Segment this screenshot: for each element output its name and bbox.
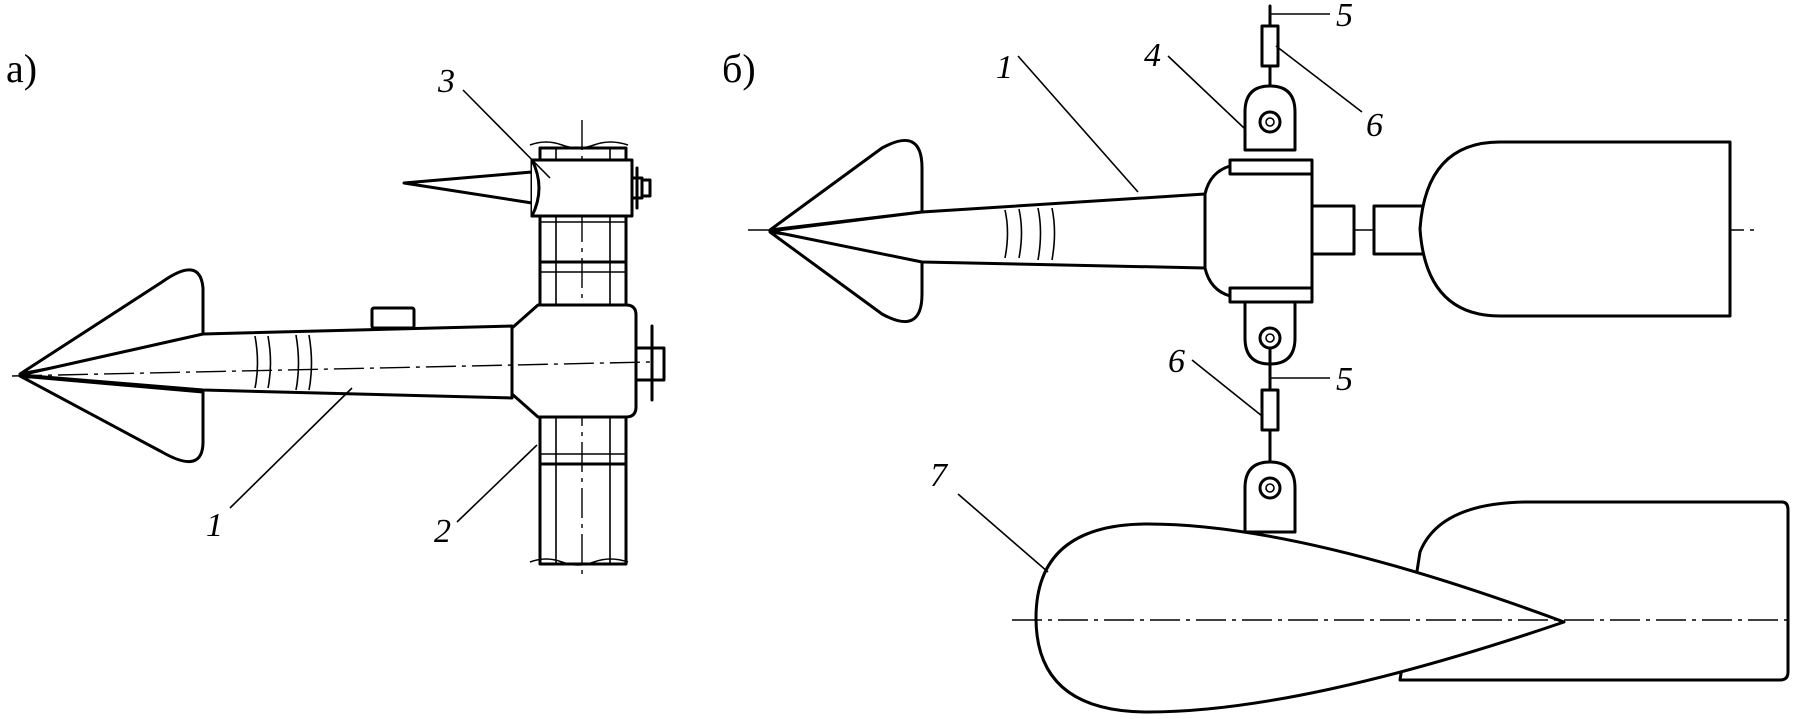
panel-a-label: а): [6, 46, 37, 91]
panel-b: б): [722, 0, 1790, 714]
callout-b1: 1: [996, 49, 1013, 86]
leader-b6-bottom: [1191, 359, 1263, 417]
sinker: [1012, 500, 1790, 714]
housing: [1372, 140, 1732, 318]
hub: [510, 303, 666, 419]
callout-b4: 4: [1144, 37, 1161, 74]
leader-a2: [456, 444, 538, 523]
callout-b6-bottom: 6: [1168, 343, 1185, 380]
panel-b-label: б): [722, 46, 756, 91]
callout-b5-bottom: 5: [1336, 361, 1353, 398]
leader-b1: [1017, 55, 1139, 193]
meter-a: [11, 268, 651, 463]
leader-b4: [1167, 55, 1245, 129]
leader-a3: [462, 89, 551, 179]
callout-a2: 2: [434, 513, 451, 550]
callout-a1: 1: [206, 507, 223, 544]
panel-a: а): [6, 46, 666, 580]
callout-a3: 3: [437, 63, 455, 100]
callout-b5-top: 5: [1336, 0, 1353, 34]
callout-b7: 7: [930, 457, 949, 494]
upper-clamp: [402, 158, 652, 218]
leader-a1: [229, 387, 353, 509]
leader-b7: [957, 493, 1049, 573]
cable-assembly: [1243, 4, 1297, 534]
callout-b6-top: 6: [1366, 107, 1383, 144]
leader-b6-top: [1275, 45, 1363, 113]
meter-b: [768, 138, 1356, 324]
